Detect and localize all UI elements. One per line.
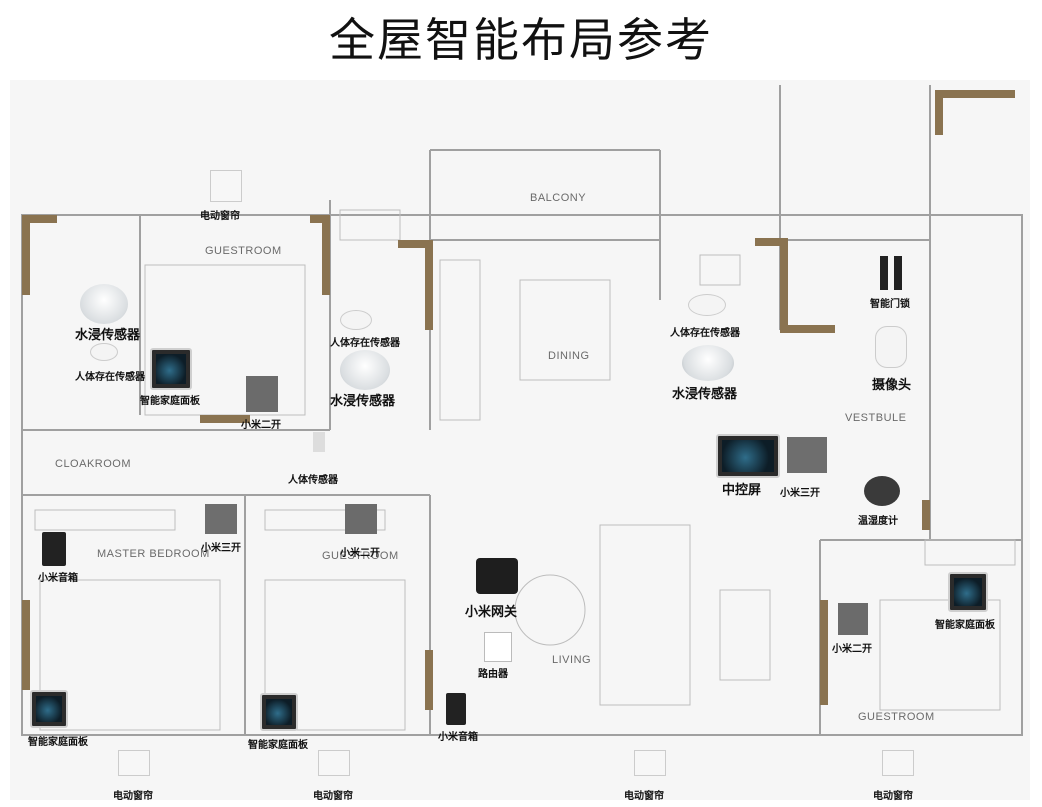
device-label: 智能门锁 xyxy=(870,299,910,310)
device-label: 人体存在传感器 xyxy=(330,338,400,349)
device-label: 智能家庭面板 xyxy=(248,740,308,751)
room-label-guestroom: GUESTROOM xyxy=(322,550,399,562)
room-label-cloakroom: CLOAKROOM xyxy=(55,458,132,470)
room-label-guestroom: GUESTROOM xyxy=(205,245,282,257)
device-label: 温湿度计 xyxy=(858,516,898,527)
room-label-master-bedroom: MASTER BEDROOM xyxy=(97,548,210,560)
curtain-motor-icon xyxy=(118,750,150,776)
device-label: 摄像头 xyxy=(872,378,912,393)
speaker-icon xyxy=(446,693,466,725)
switch-icon xyxy=(345,504,377,534)
device-label: 电动窗帘 xyxy=(113,791,153,802)
camera-icon xyxy=(875,326,907,368)
switch-icon xyxy=(787,437,827,473)
speaker-icon xyxy=(42,532,66,566)
device-label: 智能家庭面板 xyxy=(28,737,88,748)
curtain-motor-icon xyxy=(210,170,242,202)
device-label: 小米三开 xyxy=(780,488,820,499)
device-label: 小米网关 xyxy=(465,605,518,620)
switch-icon xyxy=(205,504,237,534)
smart-panel-icon xyxy=(30,690,68,728)
curtain-motor-icon xyxy=(634,750,666,776)
device-label: 人体传感器 xyxy=(288,475,338,486)
presence-sensor-icon xyxy=(340,310,372,330)
switch-icon xyxy=(246,376,278,412)
thermometer-icon xyxy=(864,476,900,506)
device-label: 智能家庭面板 xyxy=(140,396,200,407)
device-label: 水浸传感器 xyxy=(330,394,396,409)
room-label-dining: DINING xyxy=(548,350,590,362)
smart-panel-icon xyxy=(260,693,298,731)
device-label: 电动窗帘 xyxy=(200,211,240,222)
door-lock-icon xyxy=(880,256,888,290)
device-label: 路由器 xyxy=(478,669,508,680)
room-label-vestbule: VESTBULE xyxy=(845,412,907,424)
gateway-icon xyxy=(476,558,518,594)
device-label: 人体存在传感器 xyxy=(75,372,145,383)
device-label: 小米二开 xyxy=(832,644,872,655)
wall-accents xyxy=(22,90,1015,710)
device-label: 小米三开 xyxy=(201,543,241,554)
smart-panel-icon xyxy=(948,572,988,612)
control-screen-icon xyxy=(716,434,780,478)
presence-sensor-icon xyxy=(90,343,118,361)
water-sensor-icon xyxy=(682,345,734,381)
smart-panel-icon xyxy=(150,348,192,390)
router-icon xyxy=(484,632,512,662)
room-label-guestroom: GUESTROOM xyxy=(858,711,935,723)
device-label: 小米二开 xyxy=(340,548,380,559)
curtain-motor-icon xyxy=(318,750,350,776)
curtain-motor-icon xyxy=(882,750,914,776)
wall-lines xyxy=(21,85,1023,736)
water-sensor-icon xyxy=(80,284,128,324)
device-label: 电动窗帘 xyxy=(624,791,664,802)
device-label: 小米音箱 xyxy=(438,732,478,743)
device-label: 水浸传感器 xyxy=(75,328,141,343)
device-label: 电动窗帘 xyxy=(873,791,913,802)
device-label: 智能家庭面板 xyxy=(935,620,995,631)
room-label-living: LIVING xyxy=(552,654,592,666)
water-sensor-icon xyxy=(340,350,390,390)
room-label-balcony: BALCONY xyxy=(530,192,587,204)
device-label: 小米二开 xyxy=(241,420,281,431)
device-label: 中控屏 xyxy=(722,483,762,498)
furniture xyxy=(34,209,1016,731)
presence-sensor-icon xyxy=(688,294,726,316)
device-label: 电动窗帘 xyxy=(313,791,353,802)
door-lock-icon xyxy=(894,256,902,290)
device-label: 人体存在传感器 xyxy=(670,328,740,339)
device-label: 水浸传感器 xyxy=(672,387,738,402)
plan-background xyxy=(10,80,1030,800)
human-sensor-icon xyxy=(313,432,325,452)
device-label: 小米音箱 xyxy=(38,573,78,584)
switch-icon xyxy=(838,603,868,635)
page-title: 全屋智能布局参考 xyxy=(329,13,713,67)
